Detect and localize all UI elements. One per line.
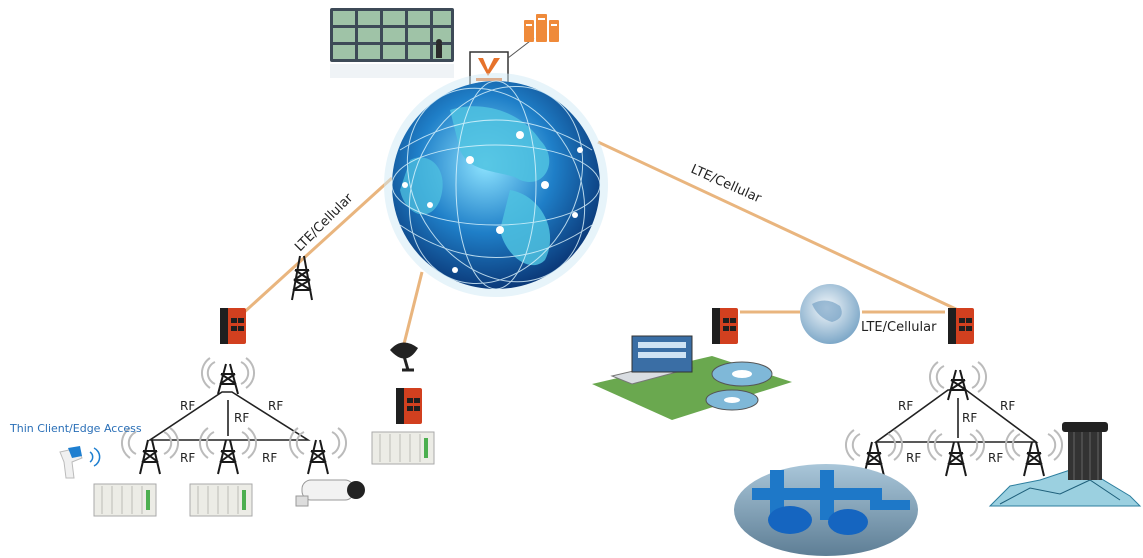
rf-label: RF bbox=[1000, 399, 1015, 413]
router-icon-plant bbox=[712, 308, 738, 344]
satellite-dish-icon bbox=[390, 342, 418, 372]
link-globe-to-left-router bbox=[238, 176, 394, 318]
cell-tower-icon bbox=[217, 439, 239, 475]
video-wall-icon bbox=[330, 8, 454, 78]
lte-label-right: LTE/Cellular bbox=[688, 162, 764, 207]
lte-label-left: LTE/Cellular bbox=[292, 190, 356, 254]
rf-label: RF bbox=[906, 451, 921, 465]
water-plant-icon bbox=[592, 335, 792, 420]
cell-tower-icon bbox=[947, 369, 969, 401]
cell-tower-icon bbox=[863, 441, 885, 477]
cell-tower-icon bbox=[291, 255, 313, 301]
link-globe-to-satellite bbox=[400, 271, 424, 353]
plc-icon bbox=[93, 483, 157, 517]
cell-tower-icon bbox=[1023, 441, 1045, 477]
router-icon-left bbox=[220, 308, 246, 344]
globe-icon bbox=[384, 73, 608, 297]
plc-icon bbox=[189, 483, 253, 517]
cell-tower-icon bbox=[307, 439, 329, 475]
pump-station-icon bbox=[734, 464, 918, 556]
rf-label: RF bbox=[988, 451, 1003, 465]
operator-figure bbox=[436, 44, 442, 58]
water-tower-icon bbox=[988, 422, 1142, 507]
cell-tower-icon bbox=[945, 441, 967, 477]
right-rf-mesh bbox=[873, 389, 1039, 443]
link-lines bbox=[238, 88, 959, 353]
cell-tower-icon bbox=[217, 363, 239, 395]
rf-label: RF bbox=[962, 411, 977, 425]
rf-label: RF bbox=[180, 399, 195, 413]
server-icon bbox=[524, 14, 559, 42]
cell-tower-icon bbox=[139, 439, 161, 475]
cloud-globe-icon bbox=[800, 284, 860, 344]
link-globe-to-right-router bbox=[597, 140, 959, 312]
plc-icon bbox=[371, 431, 435, 465]
lte-label-mid-right: LTE/Cellular bbox=[861, 320, 937, 335]
handheld-scanner-icon bbox=[59, 446, 101, 479]
radio-waves-icon bbox=[845, 361, 1063, 461]
rf-label: RF bbox=[268, 399, 283, 413]
rf-label: RF bbox=[898, 399, 913, 413]
thin-client-label: Thin Client/Edge Access bbox=[9, 422, 142, 435]
left-rf-mesh bbox=[147, 391, 311, 441]
radio-waves-icon bbox=[201, 357, 255, 389]
camera-icon bbox=[295, 479, 365, 507]
rf-label: RF bbox=[262, 451, 277, 465]
router-icon-right bbox=[948, 308, 974, 344]
rf-label: RF bbox=[180, 451, 195, 465]
router-icon-satellite bbox=[396, 388, 422, 424]
radio-waves-icon bbox=[121, 427, 347, 459]
rf-label: RF bbox=[234, 411, 249, 425]
